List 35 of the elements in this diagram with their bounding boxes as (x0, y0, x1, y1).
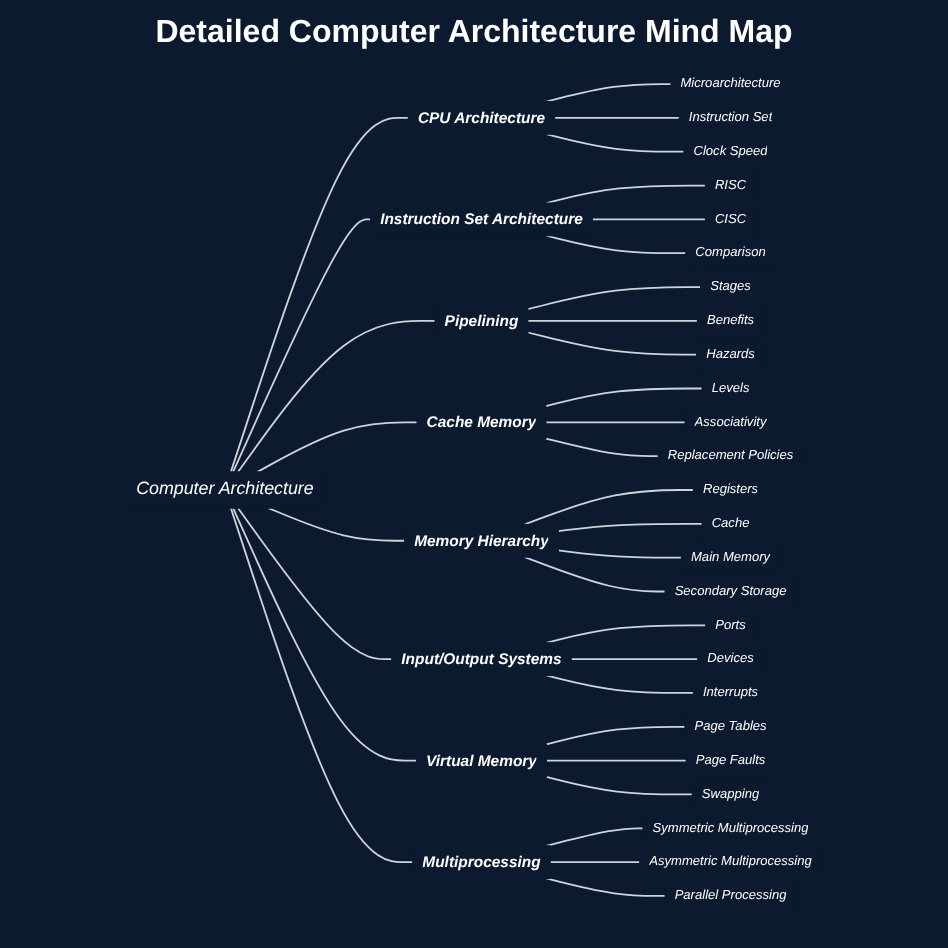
connector (237, 507, 393, 661)
connector (545, 133, 685, 153)
connector (545, 776, 694, 796)
connector (545, 234, 687, 255)
connector (230, 117, 410, 473)
connector (545, 83, 672, 103)
diagram-title: Detailed Computer Architecture Mind Map (153, 14, 795, 54)
connector (557, 549, 683, 559)
connector (545, 827, 644, 847)
connector (267, 507, 406, 542)
connector (232, 507, 418, 762)
connector (526, 331, 698, 356)
connector (237, 319, 436, 473)
connector (544, 437, 660, 458)
connector (526, 319, 699, 322)
connector (544, 387, 704, 408)
connector (557, 522, 704, 532)
connector (545, 877, 667, 897)
connector (544, 421, 686, 424)
connector (232, 218, 372, 473)
connector (545, 184, 707, 204)
connector (570, 658, 699, 661)
connector (545, 725, 686, 746)
connector (549, 861, 641, 863)
connector (230, 507, 414, 863)
connector (545, 759, 688, 762)
connector (523, 489, 695, 526)
connector (256, 421, 418, 473)
node-text: Computer Architecture (136, 479, 314, 500)
connector (553, 117, 681, 119)
connector (545, 624, 707, 644)
connector (545, 674, 695, 694)
connector (526, 286, 702, 311)
connector (591, 218, 707, 221)
connector (523, 556, 667, 593)
